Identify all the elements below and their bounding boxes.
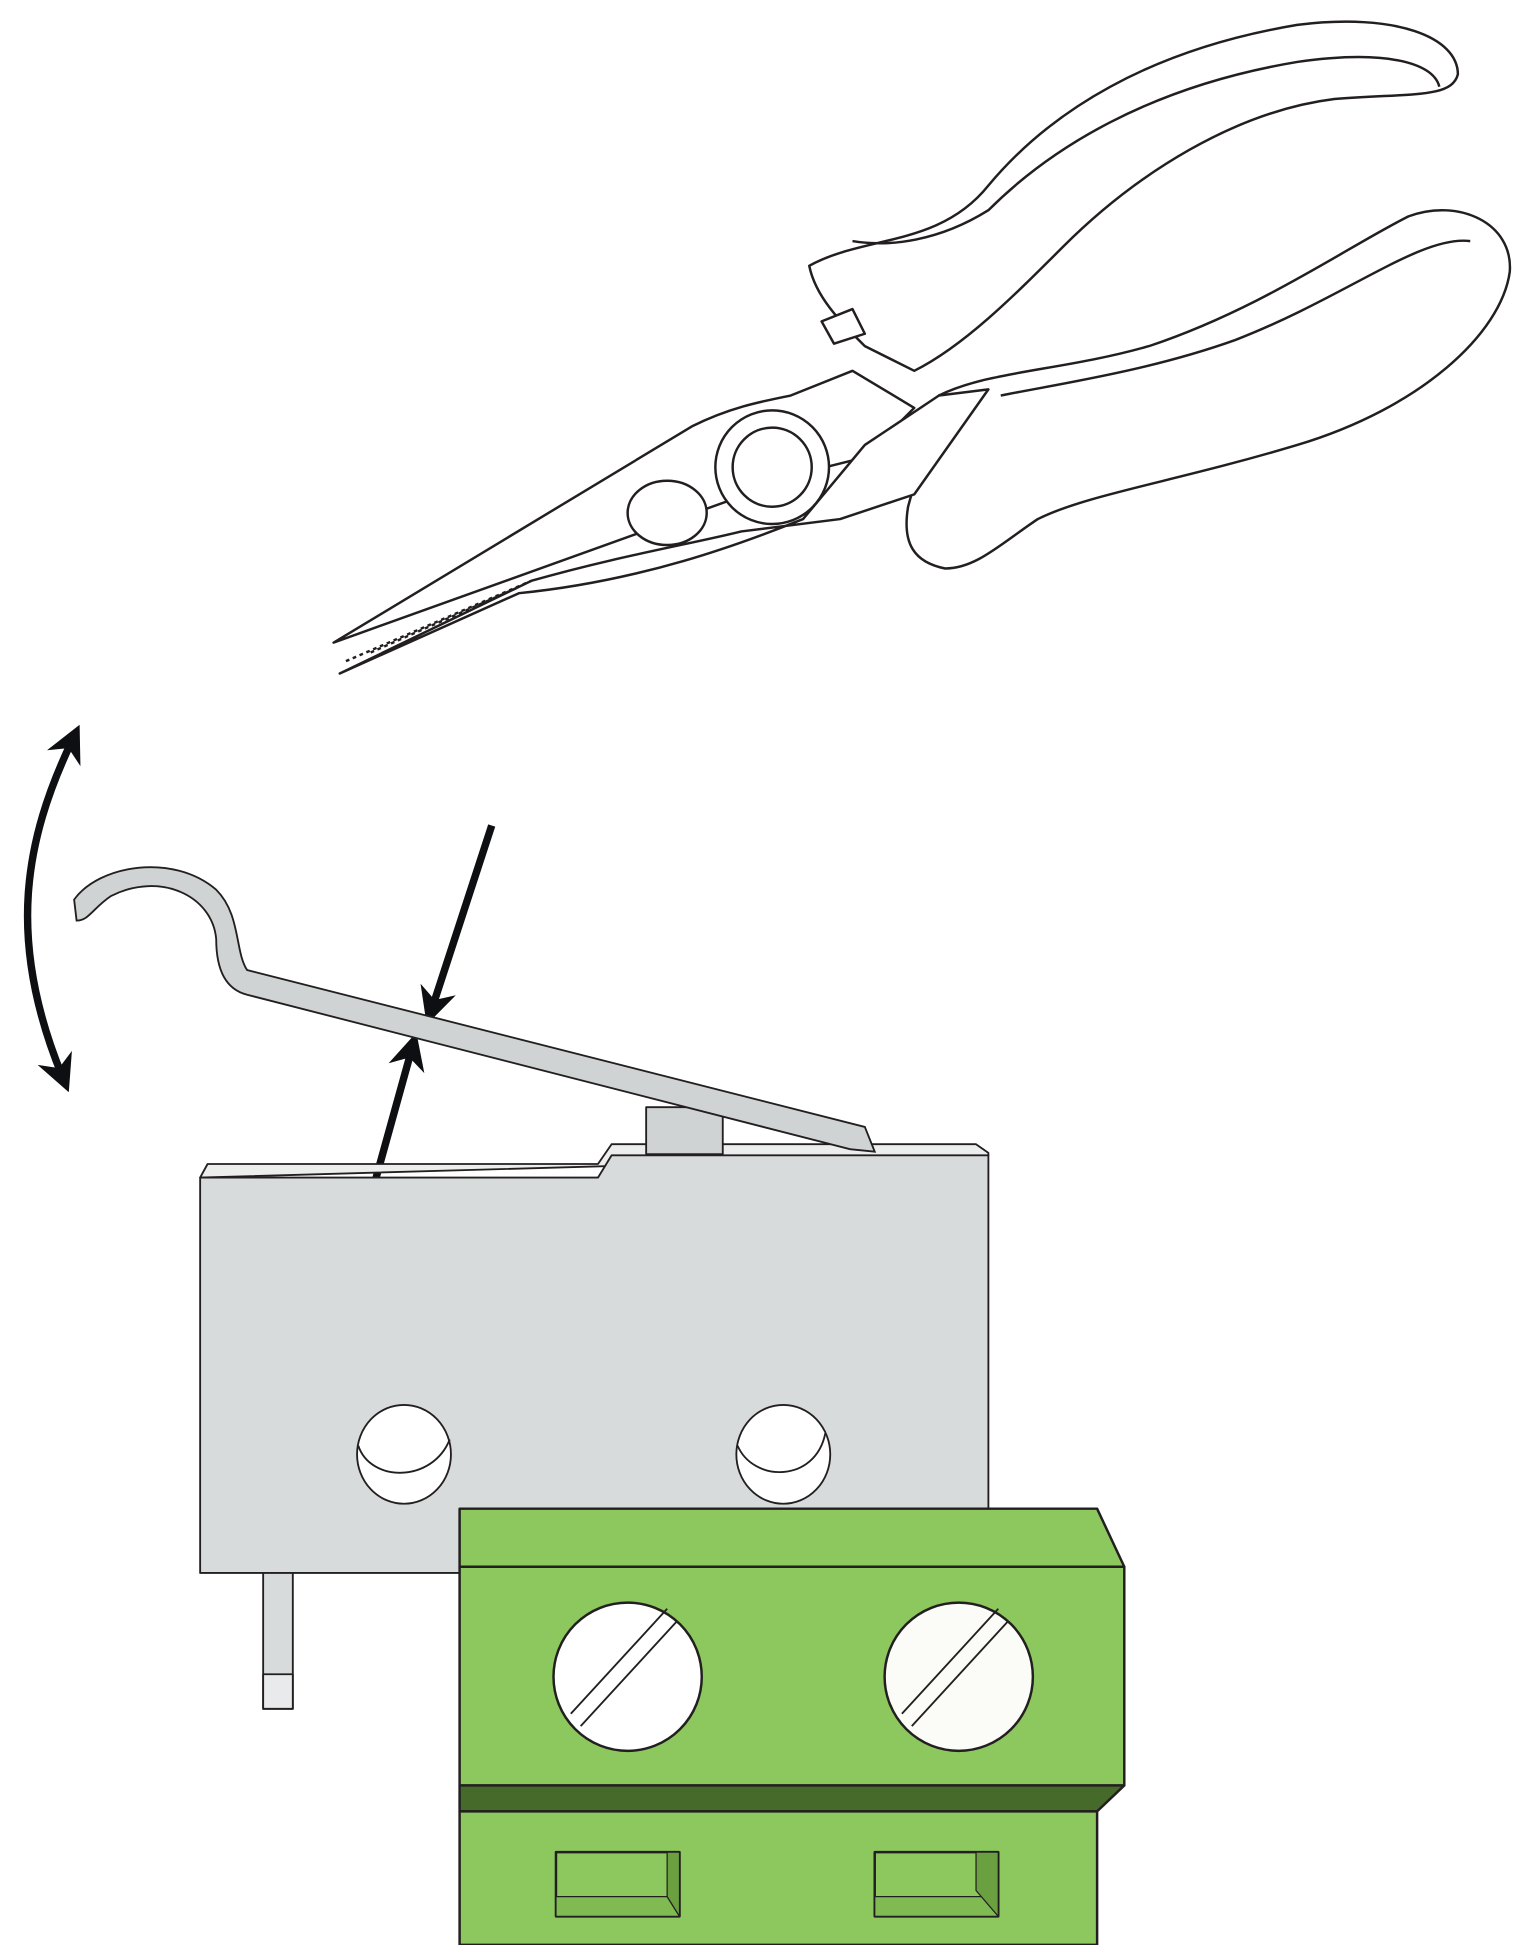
pliers-jaw-teeth	[345, 579, 532, 663]
pinch-arrow-top-icon	[420, 824, 496, 1025]
microswitch	[199, 1106, 990, 1710]
screw-icon	[552, 1601, 703, 1753]
terminal-block	[458, 1507, 1126, 1945]
pliers-jaw-hole	[626, 479, 708, 547]
pliers-jaw-lower	[338, 388, 990, 675]
pliers-lower-handle	[905, 209, 1512, 570]
pliers-pivot-inner	[731, 426, 813, 508]
lever-arm	[73, 866, 877, 1153]
pliers-upper-handle-grip	[852, 55, 1441, 245]
screw-icon	[883, 1601, 1035, 1753]
bend-arrows-icon	[23, 724, 81, 1093]
wire-entry-slot	[554, 1850, 1000, 1918]
switch-mounting-hole	[356, 1403, 832, 1505]
pliers-icon	[332, 20, 1512, 675]
terminal-groove	[458, 1784, 1126, 1813]
pliers-upper-handle	[808, 20, 1460, 373]
terminal-top	[458, 1507, 1126, 1569]
